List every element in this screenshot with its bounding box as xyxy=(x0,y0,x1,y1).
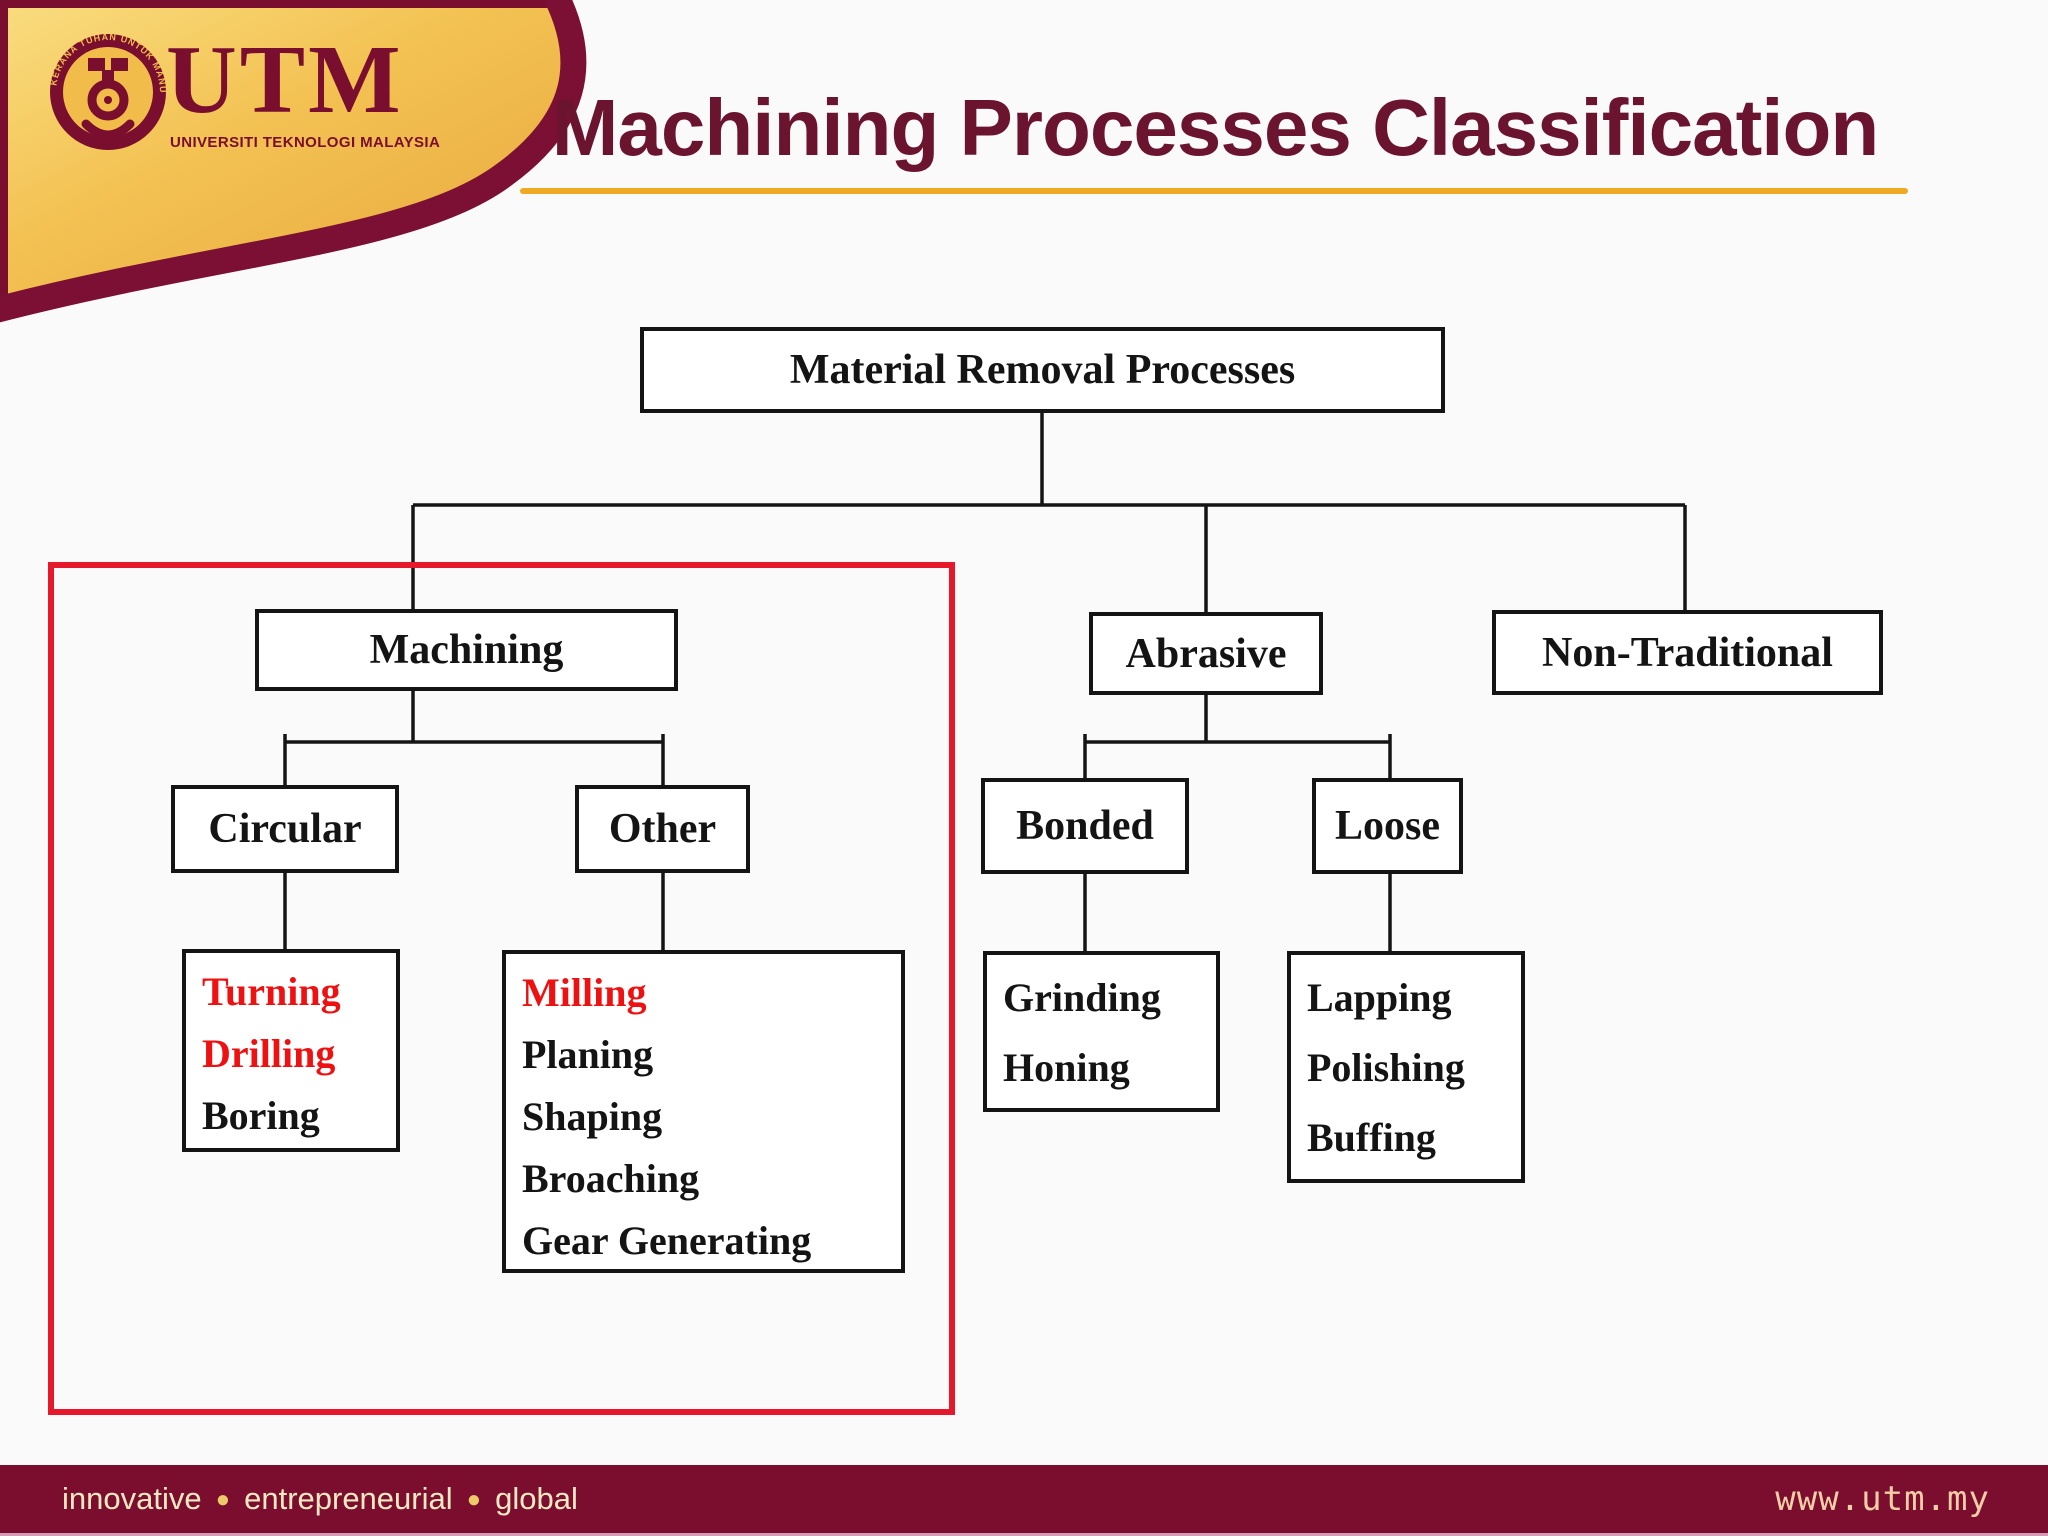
tagline-bullet-icon: ● xyxy=(215,1486,231,1513)
node-material-removal-processes: Material Removal Processes xyxy=(640,327,1445,413)
list-bonded-processes: Grinding Honing xyxy=(983,951,1220,1112)
title-underline xyxy=(520,188,1908,194)
footer-url: www.utm.my xyxy=(1775,1479,1990,1519)
node-non-traditional: Non-Traditional xyxy=(1492,610,1883,695)
list-other-processes: Milling Planing Shaping Broaching Gear G… xyxy=(502,950,905,1273)
tagline-word: innovative xyxy=(62,1481,202,1516)
footer-tagline: innovative ● entrepreneurial ● global xyxy=(62,1465,578,1533)
emblem-inner-field xyxy=(63,47,153,137)
list-item: Boring xyxy=(202,1093,320,1138)
node-other: Other xyxy=(575,785,750,873)
utm-fullname: UNIVERSITI TEKNOLOGI MALAYSIA xyxy=(170,134,441,151)
tree-connectors xyxy=(283,413,1687,951)
list-item: Planing xyxy=(522,1032,654,1077)
list-loose-processes: Lapping Polishing Buffing xyxy=(1287,951,1525,1183)
machining-highlight-frame xyxy=(48,562,955,1415)
list-item: Drilling xyxy=(202,1031,336,1076)
list-circular-processes: Turning Drilling Boring xyxy=(182,949,400,1152)
footer-bar: innovative ● entrepreneurial ● global www.ut… xyxy=(0,1465,2048,1533)
list-item: Turning xyxy=(202,969,341,1014)
list-item: Buffing xyxy=(1307,1115,1436,1160)
utm-acronym: UTM xyxy=(166,26,404,134)
tagline-word: entrepreneurial xyxy=(244,1481,453,1516)
list-item: Gear Generating xyxy=(522,1218,812,1263)
utm-emblem: KERANA TUHAN UNTUK MANUSIA UNIVERSITI TE… xyxy=(36,20,167,150)
list-item: Milling xyxy=(522,970,647,1015)
page-title: Machining Processes Classification xyxy=(551,83,1879,172)
node-abrasive: Abrasive xyxy=(1089,612,1323,695)
list-item: Shaping xyxy=(522,1094,663,1139)
tagline-word: global xyxy=(495,1481,578,1516)
list-item: Honing xyxy=(1003,1045,1130,1090)
node-circular: Circular xyxy=(171,785,399,873)
node-machining: Machining xyxy=(255,609,678,691)
emblem-torch-glyph xyxy=(81,58,135,140)
list-item: Grinding xyxy=(1003,975,1161,1020)
node-bonded: Bonded xyxy=(981,778,1189,874)
footer-edge-line xyxy=(0,1533,2048,1536)
list-item: Broaching xyxy=(522,1156,700,1201)
list-item: Polishing xyxy=(1307,1045,1465,1090)
node-loose: Loose xyxy=(1312,778,1463,874)
tagline-bullet-icon: ● xyxy=(466,1486,482,1513)
list-item: Lapping xyxy=(1307,975,1452,1020)
